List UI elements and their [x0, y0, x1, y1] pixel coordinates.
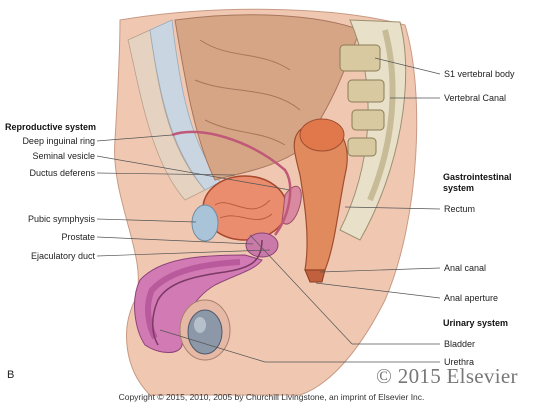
header-gastrointestinal: Gastrointestinal system — [443, 172, 512, 193]
testis-highlight — [194, 317, 206, 333]
label-ductus-deferens: Ductus deferens — [29, 168, 95, 178]
header-reproductive: Reproductive system — [5, 122, 97, 132]
panel-letter: B — [7, 369, 15, 381]
leader-lines-right — [159, 57, 441, 363]
vertebra — [347, 79, 385, 103]
publisher-watermark: © 2015 Elsevier — [376, 364, 518, 388]
header-urinary: Urinary system — [443, 318, 509, 328]
label-ejaculatory-duct: Ejaculatory duct — [30, 251, 95, 261]
label-vertebral-canal: Vertebral Canal — [444, 93, 507, 103]
urethra-path — [152, 239, 263, 346]
ductus-deferens — [171, 130, 292, 236]
vertebra — [351, 109, 385, 131]
label-anal-canal: Anal canal — [444, 263, 487, 273]
pubic-symphysis — [191, 204, 219, 242]
label-anal-aperture: Anal aperture — [444, 293, 499, 303]
vertebral-canal — [367, 29, 396, 202]
bowel-folds — [194, 39, 301, 146]
label-pubic-symphysis: Pubic symphysis — [27, 214, 95, 224]
label-bladder: Bladder — [444, 339, 476, 349]
leader-lines-left — [96, 134, 291, 257]
label-rectum: Rectum — [444, 204, 476, 214]
label-deep-inguinal-ring: Deep inguinal ring — [22, 136, 95, 146]
vertebra — [347, 137, 377, 157]
sigmoid-loop — [299, 118, 345, 152]
bladder-wall-texture — [214, 199, 273, 220]
label-seminal-vesicle: Seminal vesicle — [32, 151, 95, 161]
s1-vertebral-body — [339, 44, 381, 72]
label-urethra: Urethra — [444, 357, 475, 367]
label-prostate: Prostate — [61, 232, 95, 242]
anal-canal — [304, 269, 326, 283]
copyright-line: Copyright © 2015, 2010, 2005 by Churchil… — [118, 392, 425, 402]
corpus-cavernosum — [145, 259, 241, 340]
label-s1-vertebral-body: S1 vertebral body — [444, 69, 515, 79]
